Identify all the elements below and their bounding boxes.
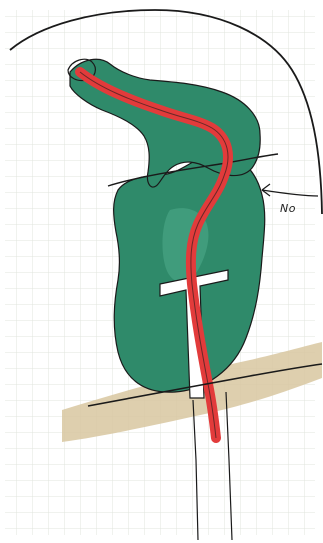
annotation-label: No bbox=[280, 202, 296, 215]
